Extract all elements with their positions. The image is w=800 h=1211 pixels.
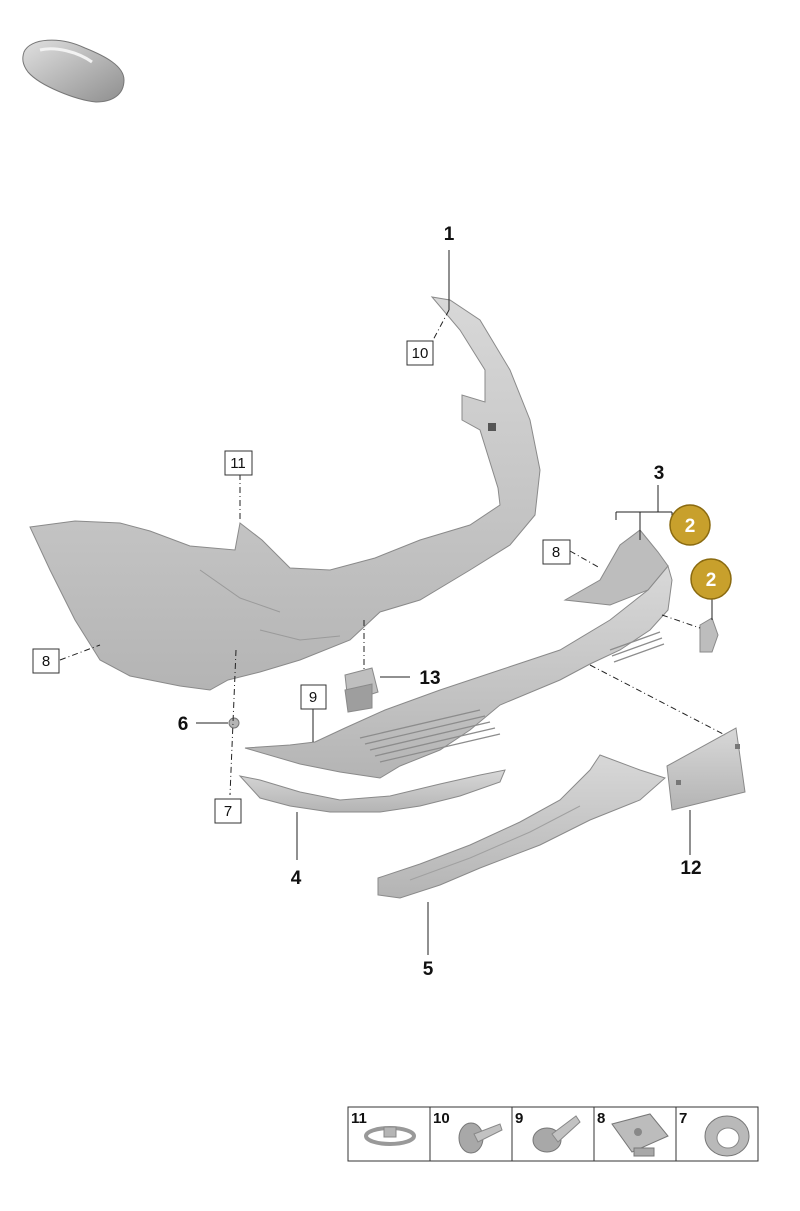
nut-clip-icon xyxy=(611,1113,669,1157)
svg-text:8: 8 xyxy=(552,544,560,561)
lower-trim-strip xyxy=(238,769,506,813)
leader-lines xyxy=(59,250,726,955)
legend-cell-11: 11 xyxy=(351,1110,416,1146)
svg-text:7: 7 xyxy=(679,1110,687,1127)
svg-text:9: 9 xyxy=(515,1110,523,1127)
label-part-3: 3 xyxy=(654,463,665,484)
clip-bracket-13 xyxy=(344,667,379,713)
callout-part-2-lower[interactable]: 2 xyxy=(690,558,732,600)
screw-icon xyxy=(532,1115,581,1153)
push-rivet-icon xyxy=(458,1122,503,1154)
svg-text:8: 8 xyxy=(42,653,50,670)
label-part-4: 4 xyxy=(291,868,302,889)
label-part-13: 13 xyxy=(419,668,440,689)
legend-cell-9: 9 xyxy=(515,1110,581,1153)
svg-text:10: 10 xyxy=(412,345,429,362)
boxed-label-10: 10 xyxy=(406,340,434,366)
boxed-label-8-left: 8 xyxy=(32,648,60,674)
underbody-panel xyxy=(377,754,666,899)
boxed-label-11: 11 xyxy=(224,450,253,476)
svg-text:2: 2 xyxy=(685,516,696,537)
label-part-12: 12 xyxy=(680,858,701,879)
callout-part-2-upper[interactable]: 2 xyxy=(669,504,711,546)
fastener-legend: 11 10 9 8 xyxy=(347,1106,759,1162)
rear-diffuser-trim xyxy=(244,529,673,779)
svg-text:7: 7 xyxy=(224,803,232,820)
legend-cell-7: 7 xyxy=(679,1110,750,1157)
legend-cell-10: 10 xyxy=(433,1110,503,1154)
boxed-label-8-right: 8 xyxy=(542,539,571,565)
vehicle-thumbnail-icon xyxy=(22,39,125,103)
svg-text:9: 9 xyxy=(309,689,317,706)
label-part-6: 6 xyxy=(178,714,189,735)
svg-text:8: 8 xyxy=(597,1110,605,1127)
svg-text:11: 11 xyxy=(351,1110,367,1127)
label-part-5: 5 xyxy=(423,959,434,980)
rear-bumper-cover xyxy=(29,296,541,691)
svg-text:2: 2 xyxy=(706,570,717,591)
grommet-icon xyxy=(704,1115,750,1157)
screw-6 xyxy=(228,717,240,729)
svg-text:10: 10 xyxy=(433,1110,450,1127)
boxed-label-9: 9 xyxy=(300,684,327,710)
small-bracket-2 xyxy=(699,617,719,653)
boxed-label-7: 7 xyxy=(214,798,242,824)
license-plate-bracket xyxy=(666,727,746,811)
svg-text:11: 11 xyxy=(230,455,246,472)
clip-ring-icon xyxy=(364,1126,416,1146)
legend-cell-8: 8 xyxy=(597,1110,669,1157)
label-part-1: 1 xyxy=(444,224,455,245)
